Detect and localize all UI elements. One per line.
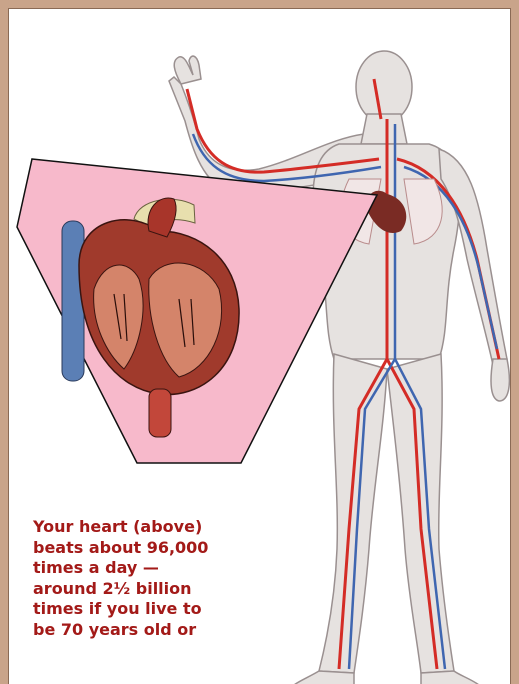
heart-fact-caption: Your heart (above) beats about 96,000 ti… xyxy=(33,517,293,641)
caption-line: around 2½ billion xyxy=(33,579,293,600)
caption-line: times if you live to xyxy=(33,599,293,620)
caption-line: Your heart (above) xyxy=(33,517,293,538)
caption-line: be 70 years old or xyxy=(33,620,293,641)
caption-line: beats about 96,000 xyxy=(33,538,293,559)
caption-line: times a day — xyxy=(33,558,293,579)
page-frame: Your heart (above) beats about 96,000 ti… xyxy=(8,8,511,684)
